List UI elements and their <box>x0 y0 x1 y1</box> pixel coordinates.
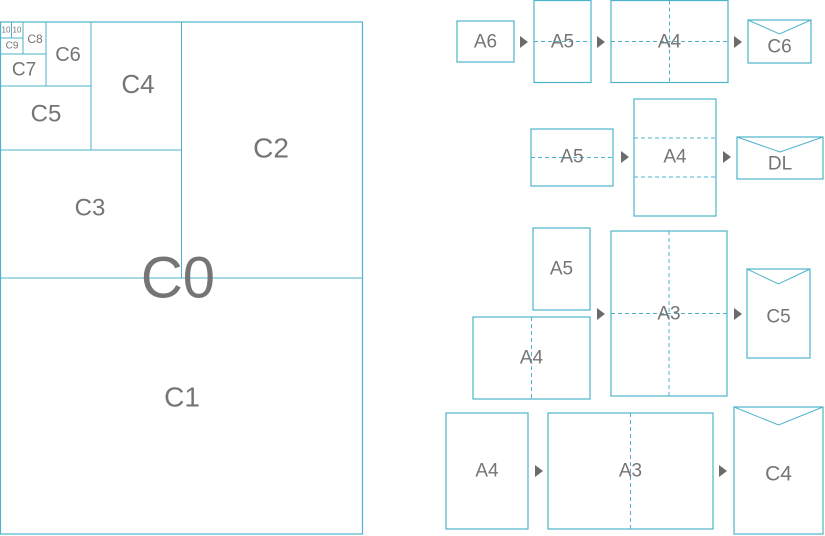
label-a4: A4 <box>520 348 544 369</box>
label-c2: C2 <box>253 133 289 164</box>
row-a4-into-dl: A5 A4 DL <box>530 98 824 217</box>
label-a5: A5 <box>550 259 573 280</box>
label-c10-left: 10 <box>2 26 11 35</box>
envelope-flap <box>746 268 811 285</box>
label-c7: C7 <box>12 60 36 81</box>
label-a4: A4 <box>663 147 687 168</box>
label-a5: A5 <box>560 147 583 168</box>
label-c10-right: 10 <box>13 26 22 35</box>
row-a4-into-c6: A6 A5 A4 C6 <box>456 0 812 84</box>
label-c4-envelope: C4 <box>765 463 792 486</box>
label-dl-envelope: DL <box>768 154 792 175</box>
arrow-right-icon <box>535 465 543 477</box>
label-c5-envelope: C5 <box>766 307 790 328</box>
row-a3-into-c4: A4 A3 C4 <box>445 406 824 535</box>
envelope-flap <box>736 136 824 153</box>
c-series-diagram: C0 C1 C2 C3 C4 C5 C6 C7 C8 C9 10 10 <box>0 21 364 535</box>
label-c0: C0 <box>141 246 215 311</box>
label-c3: C3 <box>75 195 106 222</box>
label-a4: A4 <box>475 461 499 482</box>
envelope-flap <box>733 406 824 426</box>
envelope-c6 <box>747 19 812 64</box>
arrow-right-icon <box>719 465 727 477</box>
label-c5: C5 <box>31 101 62 128</box>
label-c4: C4 <box>121 69 154 99</box>
label-c6-envelope: C6 <box>767 37 791 58</box>
arrow-right-icon <box>734 308 742 320</box>
arrow-right-icon <box>597 36 605 48</box>
label-a3: A3 <box>619 461 642 482</box>
label-a5: A5 <box>551 32 574 53</box>
label-c9: C9 <box>6 41 19 52</box>
envelope-flap <box>747 19 812 35</box>
arrow-right-icon <box>520 36 528 48</box>
label-c1: C1 <box>164 382 200 413</box>
envelope-dl <box>736 136 824 180</box>
label-c8: C8 <box>27 32 43 46</box>
envelope-c5 <box>746 268 811 359</box>
arrow-right-icon <box>734 36 742 48</box>
sheet-a5 <box>530 128 614 187</box>
envelope-c4 <box>733 406 824 535</box>
label-c6: C6 <box>55 44 81 66</box>
row-a3-into-c5: A5 A4 A3 C5 <box>472 227 811 400</box>
label-a4: A4 <box>658 32 682 53</box>
sheet-a4 <box>633 98 717 217</box>
sheet-a4 <box>472 316 591 400</box>
sheet-a4 <box>445 412 529 530</box>
label-a3: A3 <box>657 304 680 325</box>
arrow-right-icon <box>621 151 629 163</box>
sheet-a5 <box>532 227 591 311</box>
arrow-right-icon <box>723 151 731 163</box>
sheet-a6 <box>456 20 515 63</box>
arrow-right-icon <box>597 308 605 320</box>
label-a6: A6 <box>474 32 497 53</box>
